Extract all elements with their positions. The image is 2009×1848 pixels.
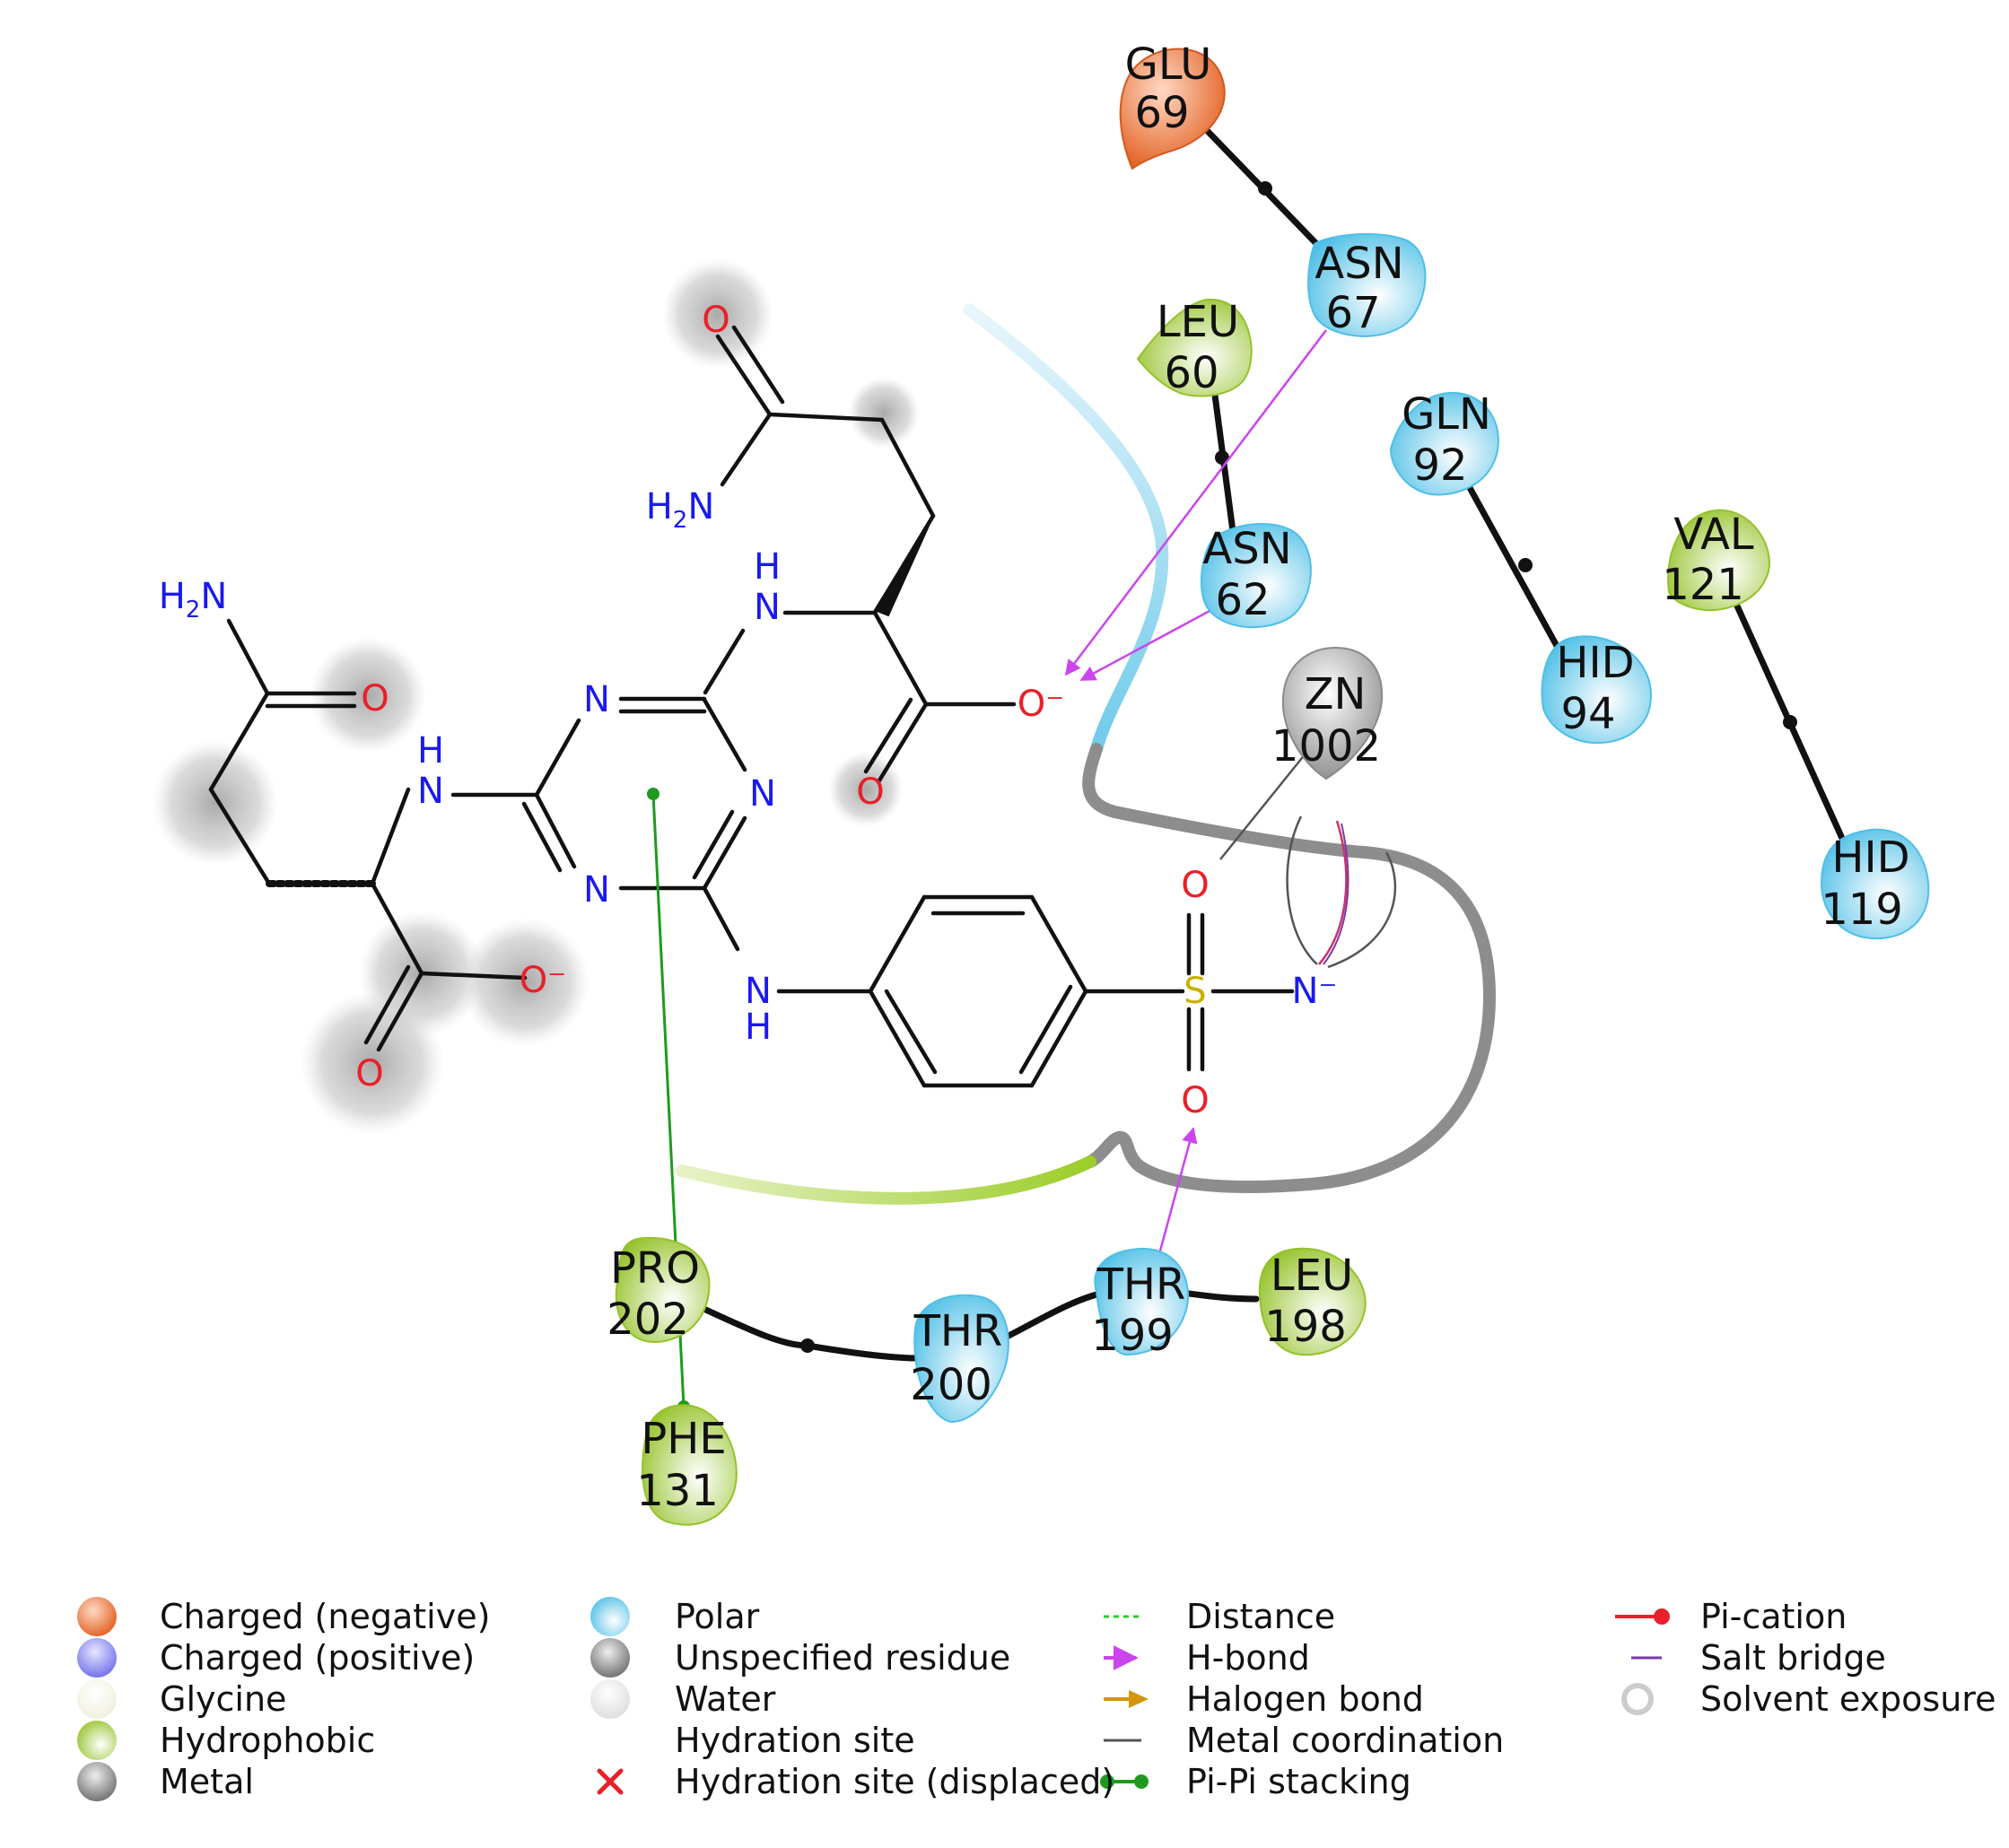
residue-val121[interactable]: VAL 121: [1662, 509, 1770, 612]
residue-number: 1002: [1271, 721, 1381, 771]
legend-symbols: [77, 1597, 1670, 1801]
legend-negative-icon: [77, 1597, 117, 1636]
atom-h: H: [754, 546, 781, 588]
svg-text:H2N: H2N: [159, 576, 228, 623]
atom-h: H: [417, 730, 444, 771]
residue-name: GLN: [1402, 389, 1491, 440]
atom-o: O: [856, 771, 884, 813]
hbond-asn62: [1079, 608, 1212, 682]
backbone-joints: [800, 181, 1797, 1353]
atom-n: N: [417, 771, 444, 812]
residue-asn62[interactable]: ASN 62: [1200, 522, 1312, 629]
svg-text:H2N: H2N: [646, 486, 715, 534]
ligand-atoms: O H2N H N O⁻ O N N N H N H2N O O⁻ O N H …: [159, 300, 1338, 1121]
interactions: [647, 329, 1397, 1413]
residue-number: 121: [1662, 560, 1744, 610]
atom-o: O: [1181, 1080, 1209, 1121]
legend-polar-icon: [590, 1597, 630, 1636]
hbond-asn67: [1064, 329, 1327, 676]
atom-h2n-sub: 2: [186, 597, 201, 623]
residue-pro202[interactable]: PRO 202: [607, 1236, 711, 1345]
residue-name: PHE: [641, 1414, 726, 1464]
atom-h2n-n: N: [687, 486, 714, 527]
metal-coord-n2: [1327, 851, 1397, 969]
atom-h2n-h: H: [159, 576, 186, 617]
atom-o: O: [702, 300, 729, 341]
legend-positive-icon: [77, 1638, 117, 1678]
residue-name: ASN: [1315, 239, 1403, 289]
atom-n: N: [745, 971, 772, 1012]
atom-o-minus: O⁻: [1018, 684, 1065, 725]
residue-number: 60: [1164, 348, 1219, 398]
legend-displaced-icon: [597, 1768, 624, 1795]
atom-n: N: [583, 679, 610, 720]
residue-number: 92: [1412, 440, 1467, 491]
residue-asn67[interactable]: ASN 67: [1307, 232, 1427, 338]
residue-zn1002[interactable]: ZN 1002: [1271, 646, 1384, 780]
residue-thr199[interactable]: THR 199: [1091, 1247, 1190, 1361]
atom-h: H: [745, 1007, 772, 1048]
residue-name: LEU: [1271, 1251, 1353, 1301]
residue-name: GLU: [1125, 39, 1212, 90]
atom-o: O: [355, 1053, 383, 1094]
residue-name: LEU: [1157, 297, 1239, 347]
residue-number: 198: [1264, 1302, 1347, 1352]
residue-name: THR: [913, 1306, 1003, 1356]
legend-metal-icon: [77, 1762, 117, 1801]
hbond-thr199: [1157, 1127, 1198, 1255]
residue-name: HID: [1556, 638, 1634, 688]
residue-number: 119: [1821, 885, 1903, 935]
atom-n-minus: N⁻: [1291, 971, 1337, 1012]
atom-h2n-h: H: [646, 486, 673, 527]
salt-bridge-n: [1318, 820, 1348, 965]
legend-pi-cation-icon: [1615, 1608, 1670, 1625]
atom-o-minus: O⁻: [520, 960, 567, 1001]
legend-pipi-icon: [1100, 1774, 1149, 1789]
residue-name: VAL: [1673, 510, 1754, 560]
residue-glu69[interactable]: GLU 69: [1119, 39, 1226, 170]
residue-gln92[interactable]: GLN 92: [1389, 389, 1499, 496]
binding-pocket-outline: [676, 303, 1497, 1205]
residue-name: ASN: [1202, 524, 1291, 574]
residue-number: 202: [607, 1294, 689, 1345]
legend-hydrophobic-icon: [77, 1721, 117, 1760]
residue-thr200[interactable]: THR 200: [910, 1294, 1009, 1424]
residue-phe131[interactable]: PHE 131: [636, 1404, 738, 1526]
residue-name: HID: [1831, 832, 1909, 883]
atom-h2n-n: N: [200, 576, 227, 617]
legend-water-icon: [590, 1679, 630, 1719]
residue-number: 131: [636, 1466, 719, 1516]
residue-name: THR: [1096, 1260, 1186, 1310]
legend-solvent-icon: [1621, 1683, 1654, 1715]
backbone-connections: [683, 118, 1852, 1362]
residue-name: ZN: [1305, 669, 1367, 719]
atom-h2n-sub: 2: [673, 507, 688, 534]
residue-hid94[interactable]: HID 94: [1541, 635, 1653, 745]
atom-n: N: [749, 773, 776, 815]
legend-glycine-icon: [77, 1679, 117, 1719]
atom-o: O: [361, 678, 389, 719]
atom-n: N: [754, 587, 781, 628]
residue-name: PRO: [610, 1243, 700, 1294]
residue-leu60[interactable]: LEU 60: [1136, 297, 1253, 398]
atom-s: S: [1184, 971, 1206, 1012]
ligand-bonds: [208, 325, 1295, 1088]
residue-number: 94: [1560, 689, 1615, 739]
legend-unspecified-icon: [590, 1638, 630, 1678]
residue-number: 69: [1134, 88, 1189, 138]
residue-number: 67: [1325, 288, 1380, 338]
residue-number: 199: [1091, 1311, 1174, 1361]
atom-o: O: [1181, 865, 1209, 906]
residue-number: 62: [1215, 575, 1270, 625]
atom-n: N: [583, 869, 610, 911]
metal-coord-o: [1219, 753, 1306, 860]
metal-coord-n1: [1286, 815, 1318, 965]
residue-hid119[interactable]: HID 119: [1820, 828, 1930, 940]
residue-number: 200: [910, 1360, 992, 1410]
salt-bridge-n-2: [1323, 823, 1350, 965]
legend-halogen-icon: [1104, 1690, 1149, 1708]
residues: GLU 69 ASN 67 LEU 60 ASN 62 GLN 92 HID 9…: [607, 39, 1930, 1526]
residue-leu198[interactable]: LEU 198: [1258, 1247, 1367, 1356]
